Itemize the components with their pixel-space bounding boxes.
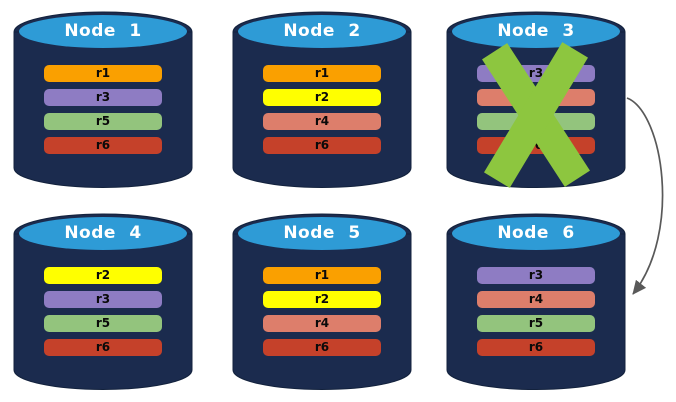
- replica-bar: r1: [263, 65, 381, 82]
- replica-bar: r6: [44, 339, 162, 356]
- node-title: Node 1: [64, 21, 142, 41]
- node-title: Node 5: [283, 223, 361, 243]
- replica-bar: r5: [44, 113, 162, 130]
- replica-bar: r1: [44, 65, 162, 82]
- replica-list: r1 r2 r4 r6: [263, 65, 381, 161]
- replica-bar: r4: [263, 113, 381, 130]
- node-cylinder-6: Node 6 r3 r4 r5 r6: [446, 212, 626, 392]
- replica-bar: r1: [263, 267, 381, 284]
- replica-list: r2 r3 r5 r6: [44, 267, 162, 363]
- replica-bar: r5: [44, 315, 162, 332]
- node-title: Node 3: [497, 21, 575, 41]
- node-cylinder-1: Node 1 r1 r3 r5 r6: [13, 10, 193, 190]
- replica-bar: r6: [263, 339, 381, 356]
- failure-x-icon: [482, 42, 590, 188]
- replica-bar: r6: [44, 137, 162, 154]
- replica-bar: r2: [263, 291, 381, 308]
- node-title: Node 2: [283, 21, 361, 41]
- replica-bar: r2: [263, 89, 381, 106]
- replica-list: r1 r2 r4 r6: [263, 267, 381, 363]
- node-cylinder-2: Node 2 r1 r2 r4 r6: [232, 10, 412, 190]
- node-title: Node 6: [497, 223, 575, 243]
- node-cylinder-4: Node 4 r2 r3 r5 r6: [13, 212, 193, 392]
- replica-list: r3 r4 r5 r6: [477, 267, 595, 363]
- replica-bar: r3: [477, 267, 595, 284]
- replica-list: r1 r3 r5 r6: [44, 65, 162, 161]
- node-title: Node 4: [64, 223, 142, 243]
- replica-bar: r3: [44, 291, 162, 308]
- node-cylinder-5: Node 5 r1 r2 r4 r6: [232, 212, 412, 392]
- replica-bar: r3: [44, 89, 162, 106]
- replica-bar: r4: [263, 315, 381, 332]
- replica-bar: r4: [477, 291, 595, 308]
- replica-bar: r6: [263, 137, 381, 154]
- replica-bar: r2: [44, 267, 162, 284]
- replica-bar: r5: [477, 315, 595, 332]
- replica-bar: r6: [477, 339, 595, 356]
